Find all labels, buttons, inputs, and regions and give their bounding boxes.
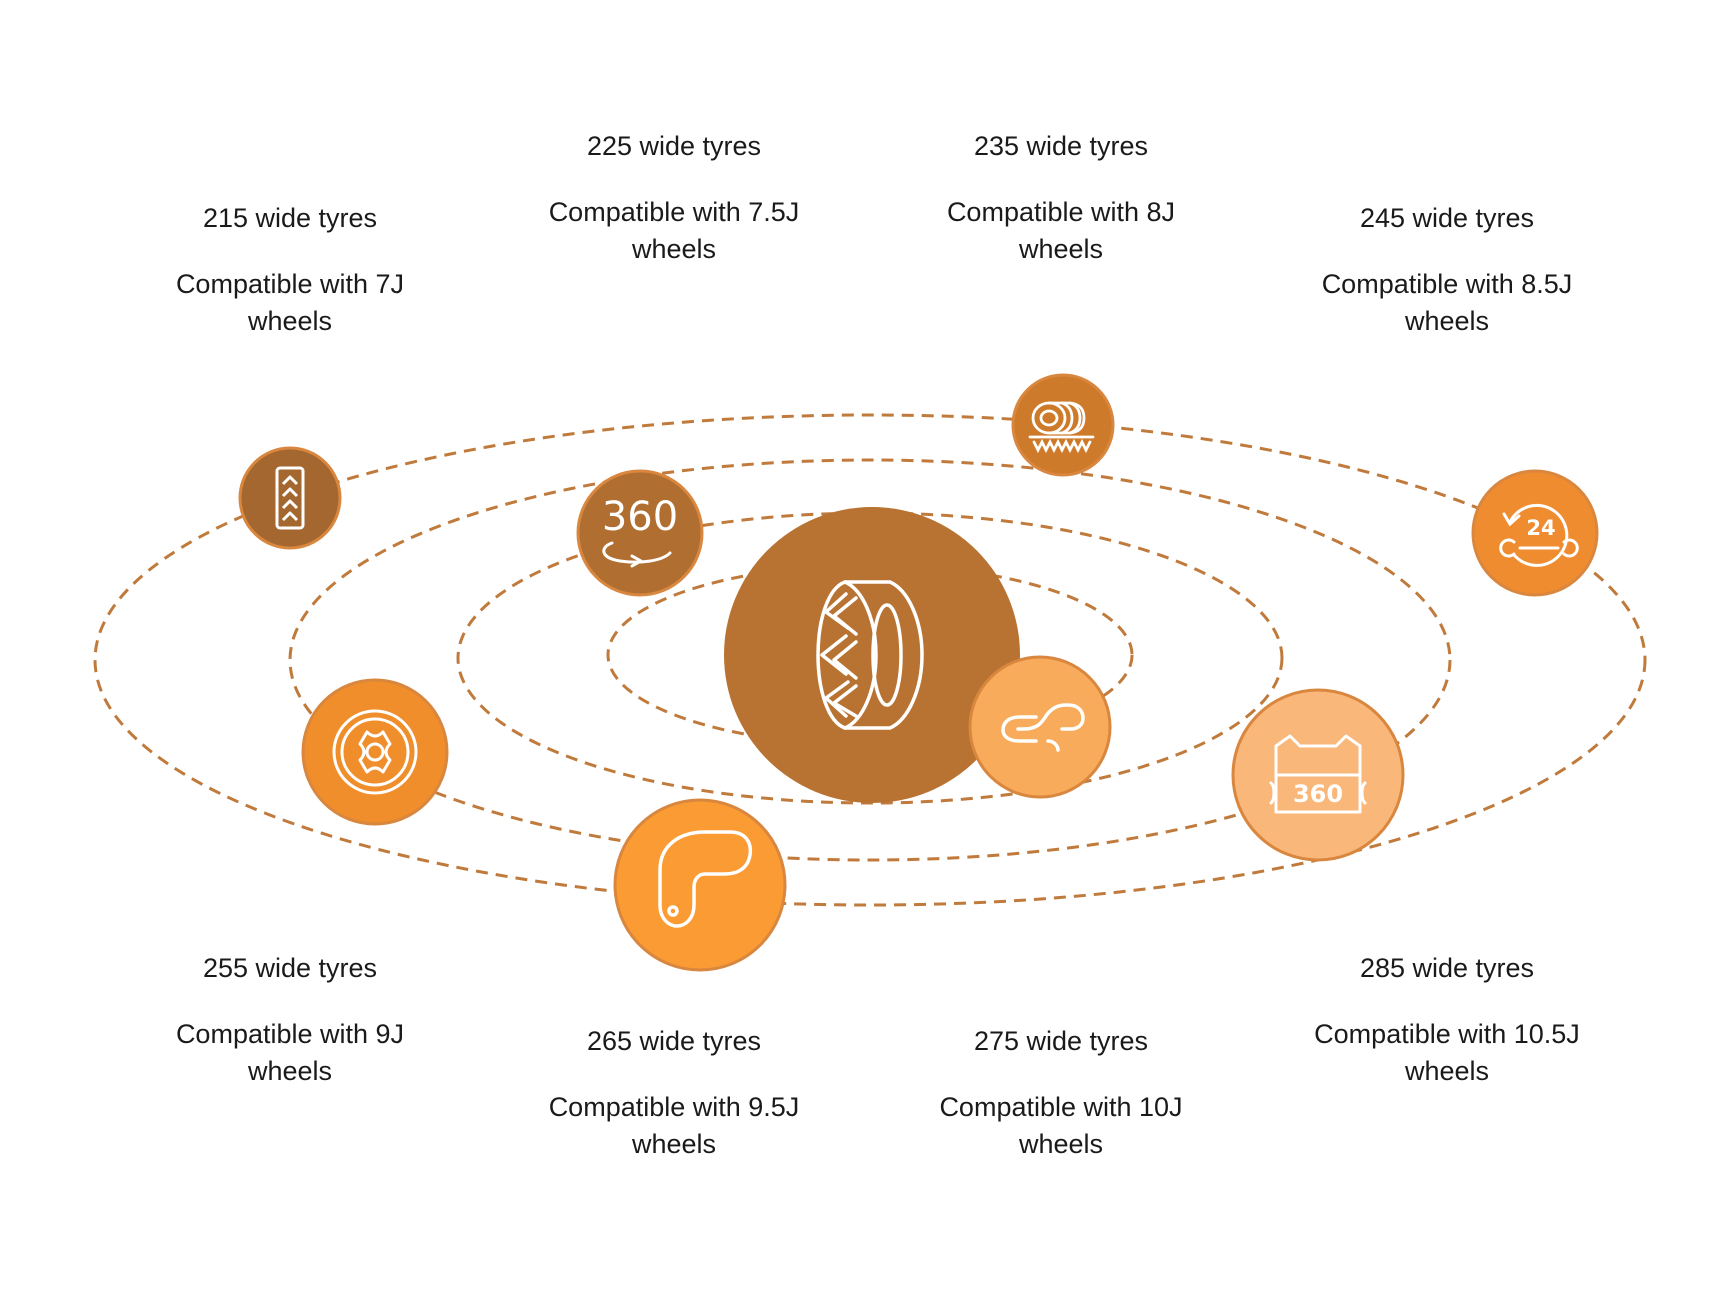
label-265-title: 265 wide tyres	[586, 1026, 762, 1056]
node-tyre-rolls	[1011, 373, 1115, 477]
orbit-ring-3	[288, 458, 1452, 862]
orbit-ring-4	[93, 413, 1647, 907]
node-rim	[301, 678, 449, 826]
node-tyre-360-view: 360	[1231, 688, 1405, 862]
link-icon	[1001, 703, 1085, 752]
node-service-24h: 24	[1471, 469, 1599, 597]
rotation-360-icon: 360	[602, 494, 678, 568]
node-chain-link	[968, 655, 1112, 799]
node-rim-circle	[301, 678, 449, 826]
node-track	[613, 798, 787, 972]
label-255-title: 255 wide tyres	[202, 953, 378, 983]
label-235-title: 235 wide tyres	[973, 131, 1149, 161]
svg-text:360: 360	[602, 494, 678, 540]
node-service-24h-circle	[1471, 469, 1599, 597]
label-215-title: 215 wide tyres	[202, 203, 378, 233]
track-icon	[658, 830, 753, 928]
svg-text:24: 24	[1526, 516, 1555, 540]
service-24-icon: 24	[1499, 503, 1579, 567]
node-rotation-360: 360	[576, 469, 704, 597]
orbit-ring-1	[606, 563, 1134, 747]
node-chain-link-circle	[968, 655, 1112, 799]
node-track-circle	[613, 798, 787, 972]
label-275-title: 275 wide tyres	[973, 1026, 1149, 1056]
node-tread-depth	[238, 446, 342, 550]
tyre-icon	[816, 580, 924, 730]
tread-depth-icon	[275, 466, 305, 530]
tyre-rolls-icon	[1028, 401, 1095, 454]
orbits	[93, 413, 1647, 907]
svg-text:360: 360	[1293, 780, 1343, 808]
node-tread-depth-circle	[238, 446, 342, 550]
rim-icon	[332, 709, 418, 795]
label-245-title: 245 wide tyres	[1359, 203, 1535, 233]
label-285-title: 285 wide tyres	[1359, 953, 1535, 983]
label-225-title: 225 wide tyres	[586, 131, 762, 161]
center-node	[724, 507, 1020, 803]
node-rotation-360-circle	[576, 469, 704, 597]
tyre-360-view-icon: 360	[1269, 734, 1367, 814]
